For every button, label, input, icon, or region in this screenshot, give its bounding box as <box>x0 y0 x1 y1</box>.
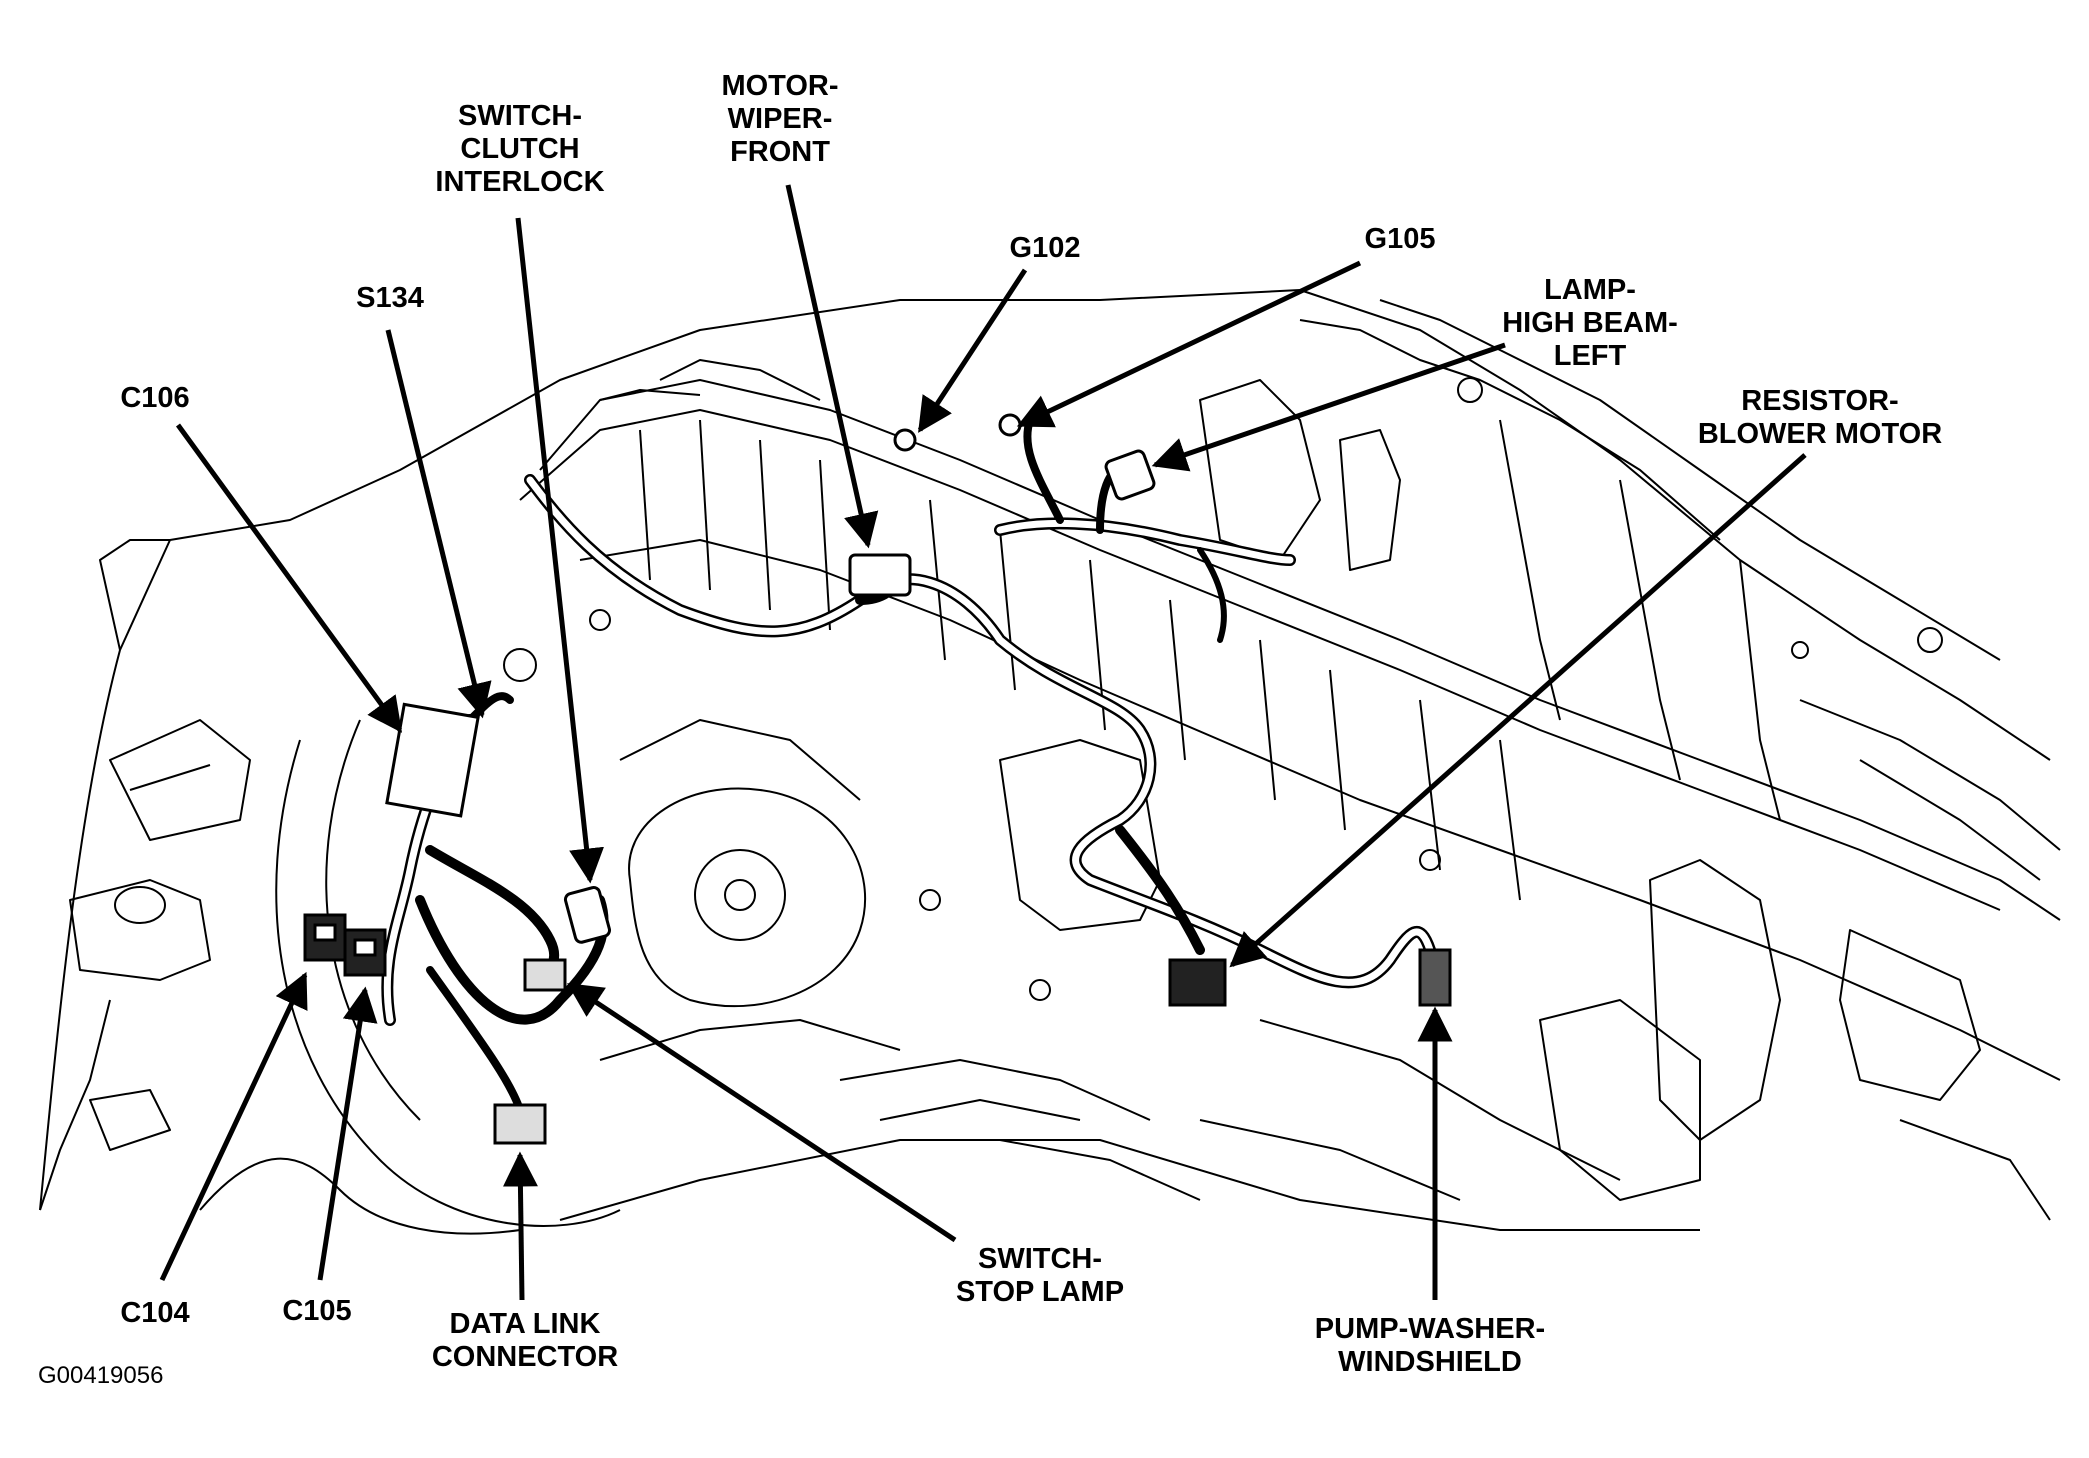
leader-motor-wiper-front <box>785 184 879 549</box>
leader-lamp-high-beam-left <box>1151 342 1506 472</box>
figure-id: G00419056 <box>38 1362 164 1389</box>
ground-g102 <box>893 428 917 452</box>
leader-c104 <box>159 971 308 1282</box>
label-switch-clutch-interlock: SWITCH- CLUTCH INTERLOCK <box>435 100 605 198</box>
vehicle-body-linework <box>39 289 2061 1235</box>
leader-lines <box>159 184 1807 1301</box>
label-switch-stop-lamp: SWITCH- STOP LAMP <box>955 1243 1125 1308</box>
leader-s134 <box>385 329 492 719</box>
label-motor-wiper-front: MOTOR- WIPER- FRONT <box>721 70 839 168</box>
connector-pump-washer <box>1418 948 1452 1007</box>
leader-c105 <box>317 986 378 1281</box>
wiring-harness <box>381 416 1436 1114</box>
label-lamp-high-beam-left: LAMP- HIGH BEAM- LEFT <box>1502 274 1678 372</box>
label-data-link-connector: DATA LINK CONNECTOR <box>431 1308 619 1373</box>
leader-switch-stop-lamp <box>567 982 957 1243</box>
leader-switch-clutch-interlock <box>515 217 604 884</box>
label-s134: S134 <box>356 282 424 314</box>
connector-switch-clutch-interlock <box>563 886 612 944</box>
label-c104: C104 <box>120 1297 190 1329</box>
connector-high-beam <box>1104 449 1156 501</box>
leader-g105 <box>1016 260 1362 428</box>
label-pump-washer-windshield: PUMP-WASHER- WINDSHIELD <box>1314 1313 1546 1378</box>
label-g105: G105 <box>1364 223 1436 255</box>
leader-resistor-blower-motor <box>1229 453 1807 968</box>
connector-wiper-motor <box>848 553 912 597</box>
connector-c105 <box>343 928 387 977</box>
leader-g102 <box>917 268 1028 433</box>
connector-data-link <box>493 1103 547 1145</box>
label-c106: C106 <box>120 382 190 414</box>
label-c105: C105 <box>282 1295 352 1327</box>
connector-blower-resistor <box>1168 958 1227 1007</box>
connector-c106 <box>385 702 480 818</box>
label-g102: G102 <box>1009 232 1081 264</box>
connectors <box>303 413 1452 1145</box>
connector-switch-stop-lamp <box>523 958 567 992</box>
connector-c104 <box>303 913 347 962</box>
ground-g105 <box>998 413 1022 437</box>
leader-c106 <box>175 423 403 733</box>
leader-data-link-connector <box>502 1151 538 1301</box>
label-resistor-blower-motor: RESISTOR- BLOWER MOTOR <box>1697 385 1943 450</box>
